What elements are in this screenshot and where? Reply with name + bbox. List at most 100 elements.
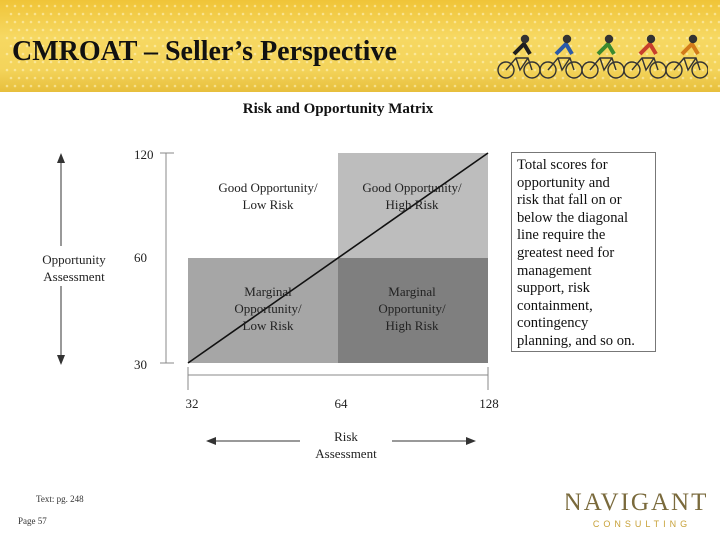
header-dot <box>549 52 553 56</box>
header-dot <box>169 44 173 48</box>
header-dot <box>501 68 505 72</box>
header-dot <box>381 20 385 24</box>
header-dot <box>581 52 585 56</box>
header-dot <box>229 20 233 24</box>
header-dot <box>73 28 77 32</box>
navigant-logo: NAVIGANT CONSULTING <box>566 489 706 529</box>
header-dot <box>469 84 473 88</box>
header-dot <box>385 60 389 64</box>
header-dot <box>525 84 529 88</box>
header-dot <box>37 36 41 40</box>
header-dot <box>69 20 73 24</box>
x-arrow-head-left <box>206 437 216 445</box>
header-dot <box>341 52 345 56</box>
header-dot <box>57 28 61 32</box>
header-dot <box>249 60 253 64</box>
header-dot <box>261 52 265 56</box>
diagonal-line <box>187 152 489 364</box>
header-dot <box>493 36 497 40</box>
header-dot <box>497 44 501 48</box>
header-dot <box>661 52 665 56</box>
header-dot <box>49 76 53 80</box>
header-dot <box>341 36 345 40</box>
header-dot <box>21 52 25 56</box>
header-dot <box>61 36 65 40</box>
header-dot <box>625 28 629 32</box>
header-dot <box>485 4 489 8</box>
header-dot <box>361 44 365 48</box>
header-dot <box>257 76 261 80</box>
header-dot <box>177 60 181 64</box>
header-dot <box>701 52 705 56</box>
header-dot <box>345 76 349 80</box>
header-dot <box>93 84 97 88</box>
header-dot <box>649 12 653 16</box>
header-dot <box>149 20 153 24</box>
header-dot <box>313 28 317 32</box>
header-dot <box>53 52 57 56</box>
header-dot <box>81 44 85 48</box>
header-dot <box>317 20 321 24</box>
header-dot <box>353 60 357 64</box>
header-dot <box>405 84 409 88</box>
header-dot <box>529 12 533 16</box>
header-dot <box>481 12 485 16</box>
header-dot <box>433 44 437 48</box>
header-dot <box>401 76 405 80</box>
header-dot <box>141 20 145 24</box>
header-dot <box>329 12 333 16</box>
header-dot <box>673 28 677 32</box>
header-dot <box>409 44 413 48</box>
header-dot <box>217 76 221 80</box>
header-dot <box>681 44 685 48</box>
header-dot <box>121 28 125 32</box>
header-dot <box>609 12 613 16</box>
header-dot <box>309 36 313 40</box>
header-dot <box>77 68 81 72</box>
header-dot <box>37 20 41 24</box>
header-dot <box>277 52 281 56</box>
header-dot <box>85 68 89 72</box>
header-dot <box>373 4 377 8</box>
header-dot <box>513 60 517 64</box>
header-dot <box>53 36 57 40</box>
bottom-right-label-line2: Opportunity/ <box>378 301 446 316</box>
header-dot <box>653 4 657 8</box>
header-dot <box>369 28 373 32</box>
header-dot <box>209 28 213 32</box>
header-dot <box>305 44 309 48</box>
header-dot <box>393 12 397 16</box>
header-dot <box>569 44 573 48</box>
header-dot <box>337 60 341 64</box>
header-dot <box>141 84 145 88</box>
header-dot <box>13 52 17 56</box>
header-dot <box>513 44 517 48</box>
header-dot <box>389 4 393 8</box>
header-dot <box>505 44 509 48</box>
header-dot <box>525 68 529 72</box>
header-dot <box>457 60 461 64</box>
header-dot <box>601 28 605 32</box>
header-dot <box>701 4 705 8</box>
header-dot <box>345 28 349 32</box>
header-dot <box>509 68 513 72</box>
header-dot <box>289 60 293 64</box>
header-dot <box>613 36 617 40</box>
header-dot <box>665 12 669 16</box>
header-dot <box>157 36 161 40</box>
header-dot <box>121 76 125 80</box>
header-dot <box>437 68 441 72</box>
header-dot <box>573 4 577 8</box>
header-dot <box>77 20 81 24</box>
header-dot <box>417 60 421 64</box>
header-dot <box>293 84 297 88</box>
header-dot <box>129 12 133 16</box>
header-dot <box>361 76 365 80</box>
header-dot <box>345 44 349 48</box>
header-dot <box>373 36 377 40</box>
header-dot <box>269 52 273 56</box>
header-dot <box>109 68 113 72</box>
header-dot <box>601 76 605 80</box>
header-dot <box>89 76 93 80</box>
header-dot <box>557 36 561 40</box>
